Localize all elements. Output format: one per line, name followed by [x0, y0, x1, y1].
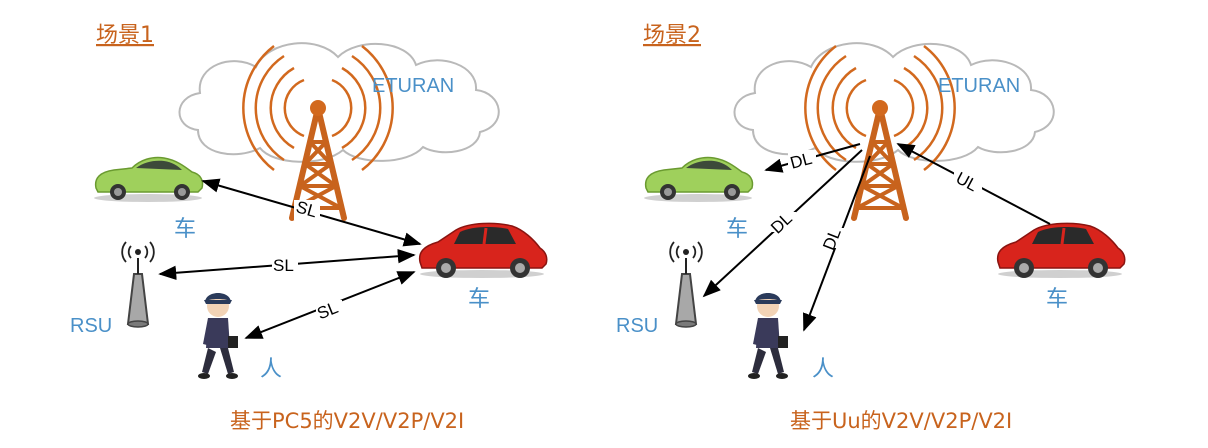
scenario-1-person-label: 人 [260, 357, 282, 382]
dl-label-green-car: DL [788, 149, 814, 173]
sl-label-car-car: SL [294, 197, 319, 221]
green-car-icon [93, 156, 204, 203]
scenario-2-car-left-label: 车 [726, 217, 748, 242]
rsu-icon [121, 241, 155, 328]
scenario-1-rsu-label: RSU [70, 315, 112, 337]
scenario-2-cloud-label: ETURAN [938, 75, 1020, 97]
rsu-icon [669, 241, 703, 328]
scenario-2-person-label: 人 [812, 357, 834, 382]
scenario-2-rsu-label: RSU [616, 315, 658, 337]
scenario-2-caption: 基于Uu的V2V/V2P/V2I [790, 409, 1012, 433]
scenario-2-car-right-label: 车 [1046, 287, 1068, 312]
scenario-1: 场景1 ETURAN 车 车 RSU 人 SL SL SL 基于PC5的V2V/… [70, 23, 549, 433]
scenario-1-title: 场景1 [96, 23, 154, 48]
scenario-1-cloud-label: ETURAN [372, 75, 454, 97]
cloud-icon [178, 42, 500, 163]
red-car-icon [418, 221, 549, 280]
cloud-icon [733, 42, 1055, 163]
sl-label-rsu-car: SL [273, 256, 294, 275]
pedestrian-icon [198, 293, 238, 379]
pedestrian-icon [748, 293, 788, 379]
red-car-icon [996, 221, 1127, 280]
scenario-1-caption: 基于PC5的V2V/V2P/V2I [230, 409, 464, 433]
scenario-2: 场景2 ETURAN 车 车 RSU 人 DL DL DL UL 基于Uu的V2… [616, 23, 1127, 433]
scenario-1-car-right-label: 车 [468, 287, 490, 312]
scenario-2-title: 场景2 [643, 23, 701, 48]
scenario-1-car-left-label: 车 [174, 217, 196, 242]
green-car-icon [643, 156, 754, 203]
